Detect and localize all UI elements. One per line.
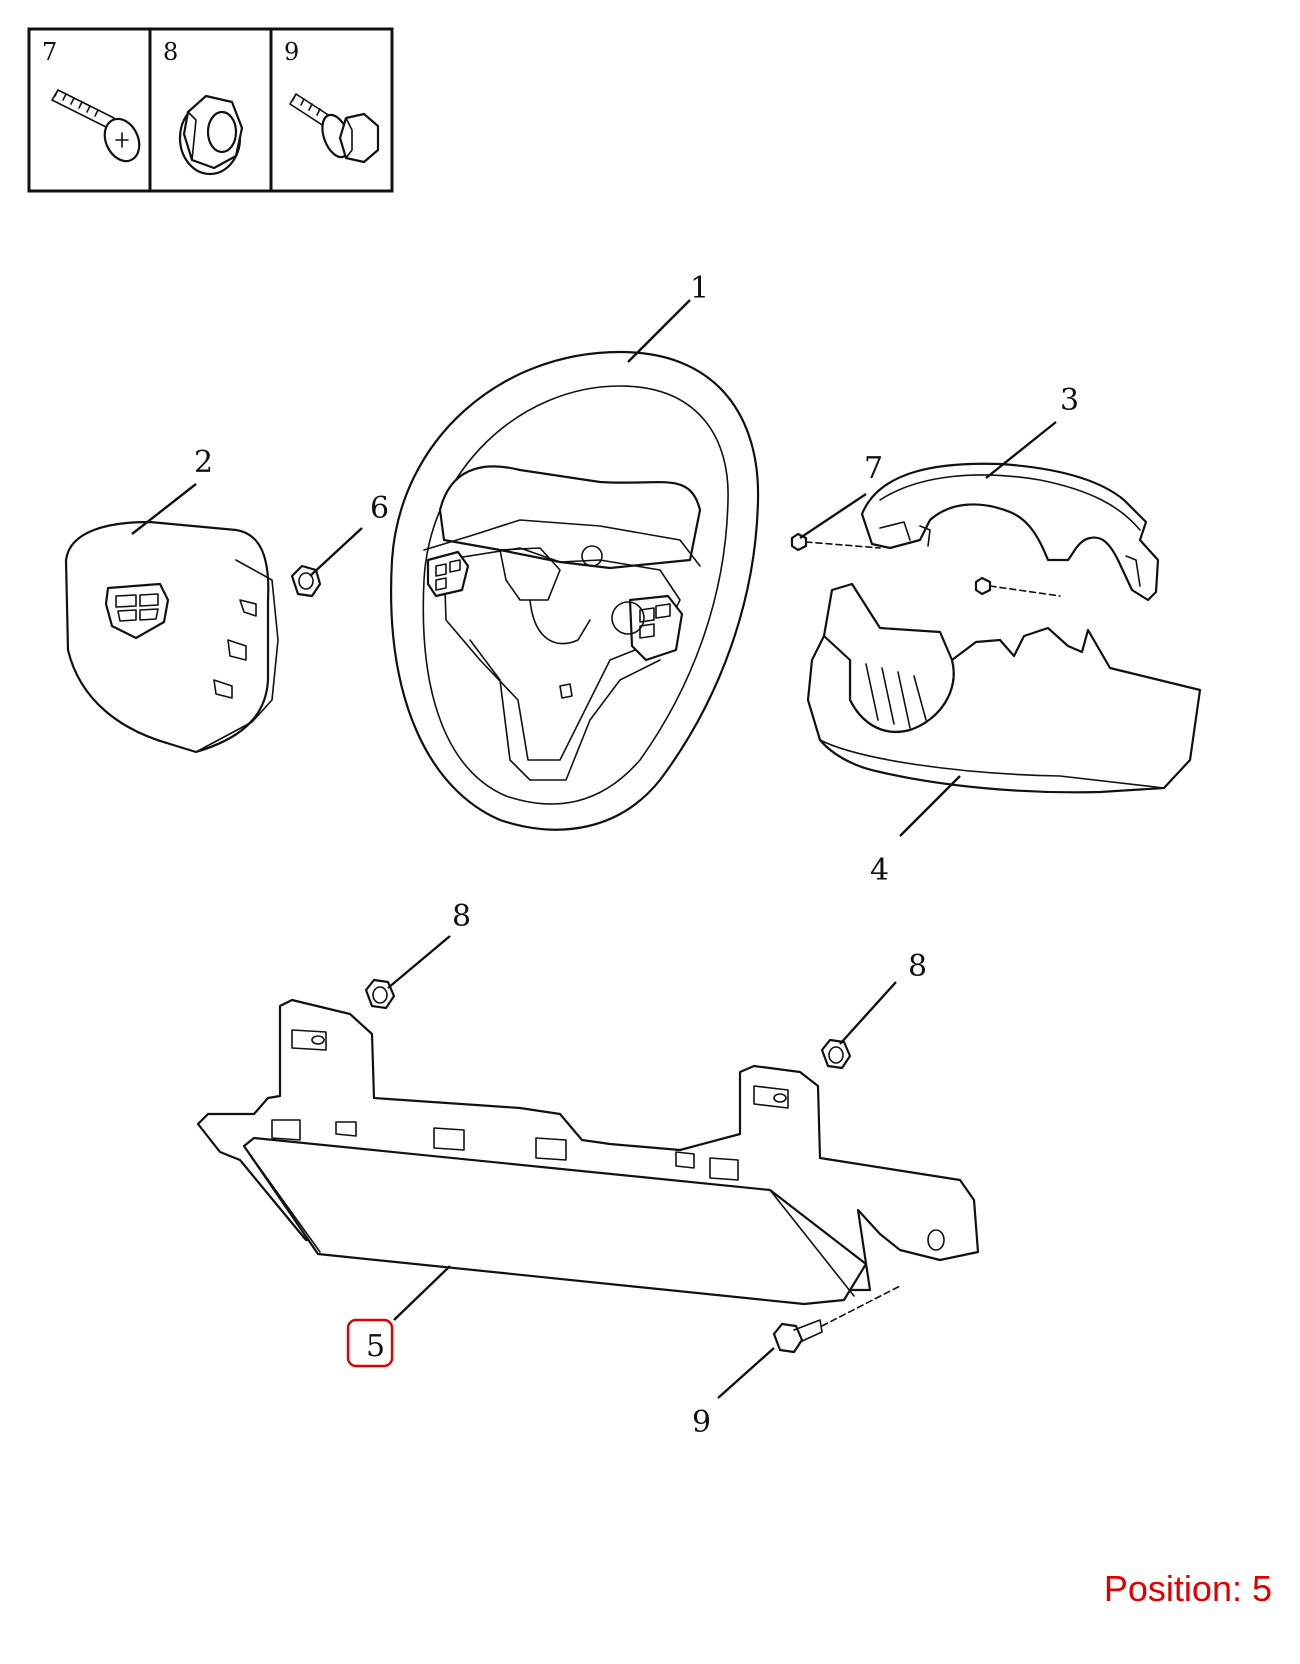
upper-column-shroud [860,462,1160,602]
screw-part-7 [790,532,1061,597]
brand-logo-icon [104,582,170,640]
leader-lines [131,299,1057,1399]
nut-part-8-left [364,978,396,1010]
callout-6: 6 [370,491,389,526]
callout-1: 1 [690,271,709,306]
legend-number-9: 9 [284,38,299,66]
washer-bolt-icon [289,93,380,164]
callout-2: 2 [194,445,213,480]
nut-part-8-right [820,1038,852,1070]
callout-9: 9 [692,1405,711,1440]
knee-airbag-module [196,998,980,1306]
phillips-screw-icon [51,89,141,163]
legend-number-7: 7 [42,38,57,66]
legend-number-8: 8 [163,38,178,66]
callout-8-right: 8 [908,949,927,984]
bolt-part-9 [772,1285,901,1354]
callout-5: 5 [366,1329,385,1364]
callout-3: 3 [1060,383,1079,418]
steering-wheel [390,350,760,831]
fastener-legend: 7 8 9 [27,27,394,193]
callout-8-left: 8 [452,899,471,934]
driver-airbag-module [64,520,279,754]
selected-callout-highlight [346,1318,394,1368]
lower-column-shroud [806,582,1202,794]
position-label: Position: 5 [1103,1568,1272,1609]
flange-nut-icon [178,94,244,176]
callout-4: 4 [870,853,889,888]
callout-7: 7 [864,451,883,486]
